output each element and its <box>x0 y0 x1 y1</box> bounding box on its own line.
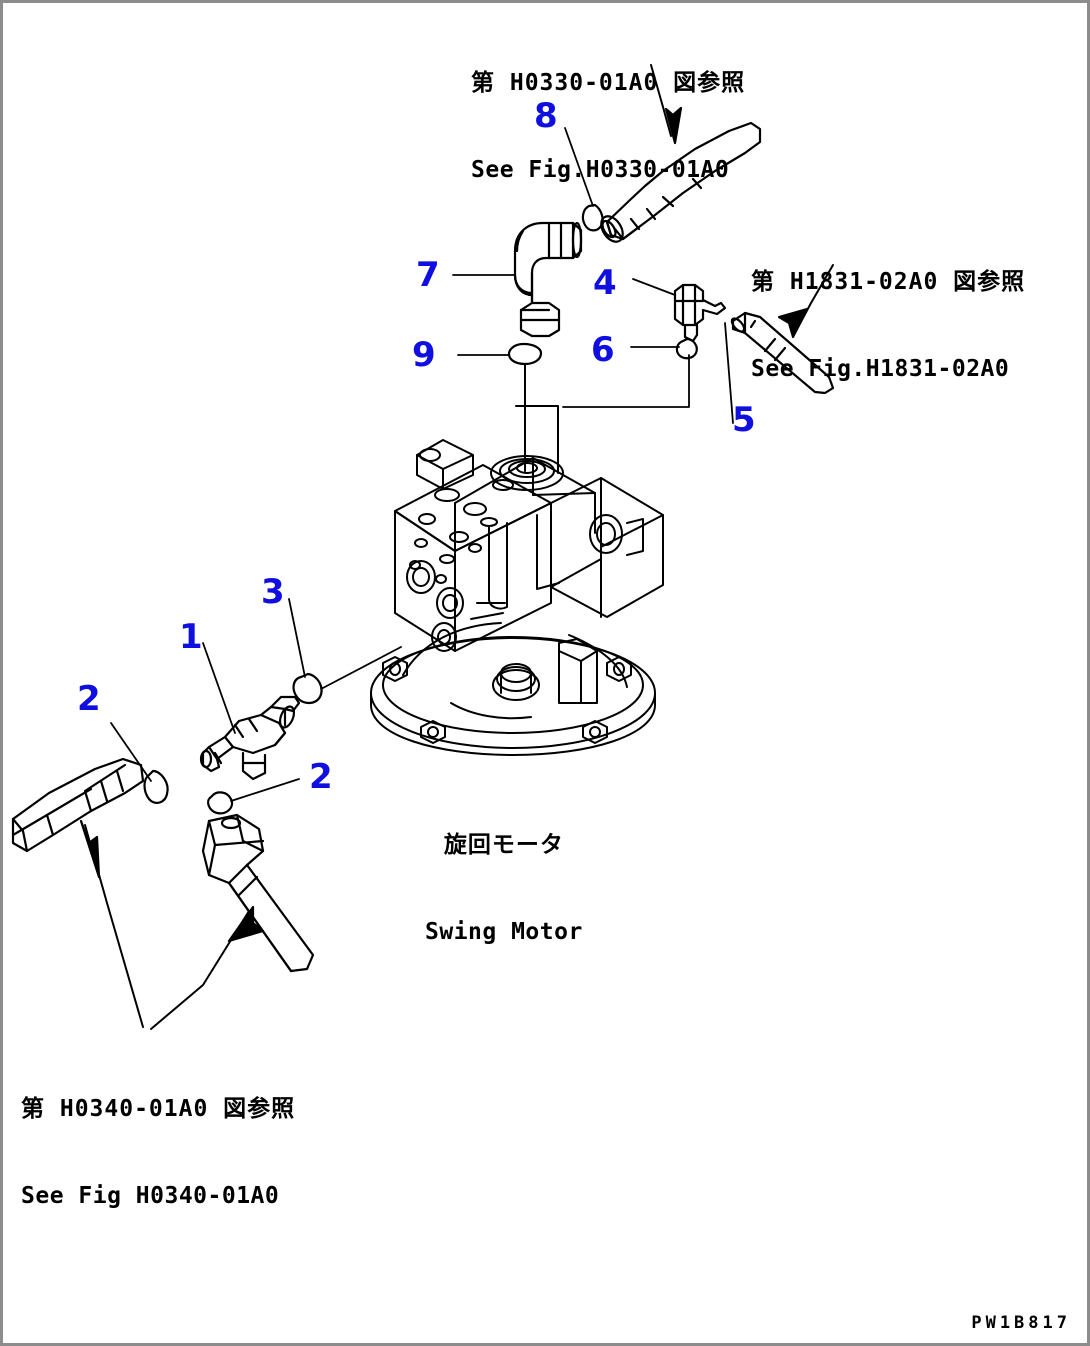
reference-label-h0340-jp: 第 H0340-01A0 図参照 <box>21 1096 296 1122</box>
callout-elbow-fitting-small: 4 <box>593 263 617 303</box>
callout-o-ring-left: 2 <box>77 679 101 719</box>
leader-5 <box>724 322 734 424</box>
part-6-oring <box>675 337 698 360</box>
leader-9c <box>515 405 559 474</box>
hose-lower <box>201 813 315 973</box>
callout-hose-connector: 5 <box>732 400 756 440</box>
callout-o-ring-lower: 2 <box>309 757 333 797</box>
reference-label-h0330-en: See Fig.H0330-01A0 <box>471 157 730 183</box>
swing-motor-label-jp: 旋回モータ <box>443 832 564 858</box>
hose-left <box>11 757 145 853</box>
part-7-elbow <box>513 221 583 338</box>
callout-o-ring-motor-port: 3 <box>261 572 285 612</box>
reference-label-h0340-en: See Fig H0340-01A0 <box>21 1183 280 1209</box>
callout-tee-fitting: 1 <box>179 617 203 657</box>
callout-o-ring-drain: 9 <box>412 335 436 375</box>
drawing-code: PW1B817 <box>971 1313 1071 1333</box>
part-3-oring <box>292 672 323 705</box>
part-5-connector <box>730 311 835 395</box>
part-9-oring <box>507 342 543 366</box>
part-2-oring-lower <box>207 791 234 815</box>
callout-elbow-fitting-large: 7 <box>416 255 440 295</box>
callout-o-ring-upper: 8 <box>534 96 558 136</box>
leader-2-left <box>110 722 152 782</box>
leader-hose-left-to-ref <box>79 819 144 1028</box>
leader-1 <box>202 642 236 734</box>
leader-hose-lower-to-ref <box>150 905 265 1030</box>
leader-3b <box>320 646 402 690</box>
diagram-artwork <box>11 64 835 1030</box>
leader-ref-top <box>650 64 683 145</box>
reference-label-h0330-jp: 第 H0330-01A0 図参照 <box>471 70 746 96</box>
leader-2-lower <box>230 778 300 802</box>
leader-8 <box>564 127 594 207</box>
reference-label-h1831-en: See Fig.H1831-02A0 <box>751 356 1010 382</box>
reference-label-h0340: 第 H0340-01A0 図参照 See Fig H0340-01A0 <box>21 1037 295 1269</box>
leader-4 <box>632 278 676 296</box>
part-1-tee <box>199 695 301 781</box>
swing-motor-body <box>370 439 664 756</box>
swing-motor-label-en: Swing Motor <box>425 919 583 945</box>
reference-label-h1831: 第 H1831-02A0 図参照 See Fig.H1831-02A0 <box>751 210 1025 442</box>
leader-3a <box>288 598 306 678</box>
hose-upper-right <box>600 121 762 243</box>
callout-o-ring-small: 6 <box>591 330 615 370</box>
reference-label-h1831-jp: 第 H1831-02A0 図参照 <box>751 269 1026 295</box>
swing-motor-label: 旋回モータ Swing Motor <box>425 773 583 1005</box>
part-4-fitting <box>673 283 727 343</box>
leader-6b <box>562 354 690 408</box>
leader-ref-right <box>777 264 834 339</box>
part-8-oring <box>581 203 604 232</box>
part-2-oring-left <box>143 769 169 804</box>
reference-label-h0330: 第 H0330-01A0 図参照 See Fig.H0330-01A0 <box>471 11 745 243</box>
